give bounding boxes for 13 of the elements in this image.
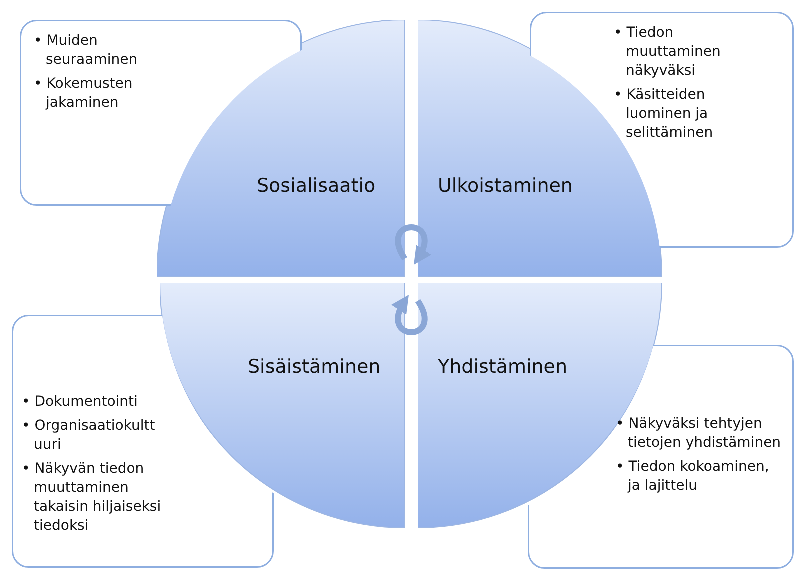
bullet-item: • Organisaatiokultt uuri [22, 417, 156, 455]
bullet-item: • Tiedon muuttaminen näkyväksi [614, 24, 722, 81]
quadrant-label: Yhdistäminen [438, 356, 568, 378]
bullet-item: • Näkyvän tiedon muuttaminen takaisin hiljaiseksi tiedoksi [22, 460, 162, 536]
bullet-item: • Muiden seuraaminen [34, 32, 139, 70]
bullet-item: • Näkyväksi tehtyjen tietojen yhdistäminen [616, 415, 782, 453]
bullet-item: • Tiedon kokoaminen, ja lajittelu [616, 458, 770, 496]
quadrant-label: Sisäistäminen [248, 356, 381, 378]
bullet-item: • Käsitteiden luominen ja selittäminen [614, 86, 714, 143]
bullet-item: • Dokumentointi [22, 393, 139, 412]
quadrant-label: Sosialisaatio [257, 175, 376, 197]
quadrant-label: Ulkoistaminen [438, 175, 573, 197]
bullet-item: • Kokemusten jakaminen [34, 75, 134, 113]
